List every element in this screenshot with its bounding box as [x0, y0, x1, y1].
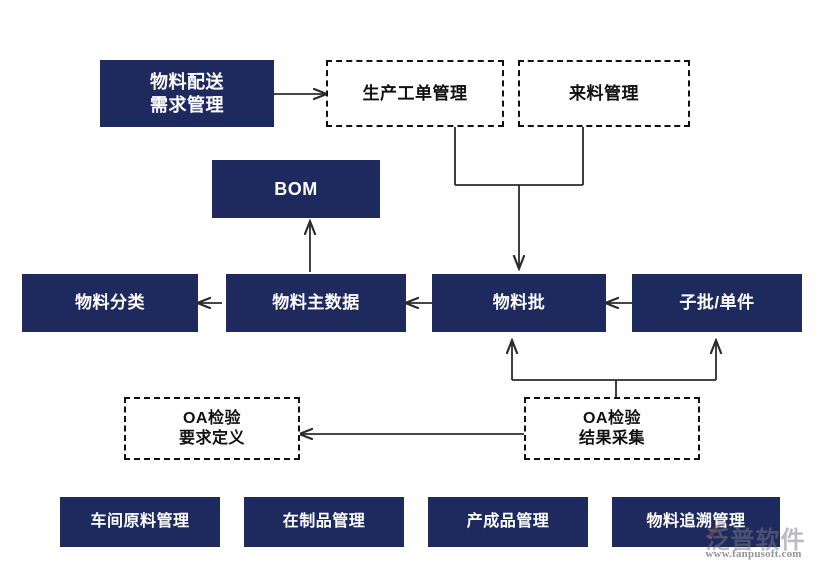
node-label: 来料管理 [569, 83, 639, 103]
node-label: 产成品管理 [466, 513, 550, 530]
node-label: 物料配送 需求管理 [150, 72, 224, 115]
node-label: OA检验 要求定义 [178, 409, 245, 447]
node-workshop-raw-material[interactable]: 车间原料管理 [60, 497, 220, 547]
node-oa-inspection-requirement[interactable]: OA检验 要求定义 [124, 397, 300, 460]
node-sub-batch-unit[interactable]: 子批/单件 [632, 274, 802, 332]
watermark-url: www.fanpusoft.com [705, 548, 802, 560]
node-wip-management[interactable]: 在制品管理 [244, 497, 404, 547]
node-material-classification[interactable]: 物料分类 [22, 274, 198, 332]
node-label: 子批/单件 [679, 293, 755, 313]
node-incoming-material[interactable]: 来料管理 [518, 60, 690, 127]
node-label: 车间原料管理 [90, 513, 190, 530]
node-finished-product[interactable]: 产成品管理 [428, 497, 588, 547]
node-production-work-order[interactable]: 生产工单管理 [326, 60, 504, 127]
node-label: OA检验 结果采集 [578, 409, 645, 447]
node-label: 物料追溯管理 [646, 513, 746, 530]
node-label: BOM [274, 178, 318, 199]
node-material-delivery-demand[interactable]: 物料配送 需求管理 [100, 60, 274, 127]
node-material-traceability[interactable]: 物料追溯管理 [612, 497, 780, 547]
node-bom[interactable]: BOM [212, 160, 380, 218]
node-label: 物料分类 [75, 293, 145, 313]
node-label: 物料主数据 [272, 293, 360, 313]
node-material-batch[interactable]: 物料批 [432, 274, 606, 332]
node-oa-inspection-result[interactable]: OA检验 结果采集 [524, 397, 700, 460]
node-label: 物料批 [492, 293, 546, 313]
node-material-master-data[interactable]: 物料主数据 [226, 274, 406, 332]
node-label: 在制品管理 [282, 513, 366, 530]
node-label: 生产工单管理 [362, 83, 468, 103]
